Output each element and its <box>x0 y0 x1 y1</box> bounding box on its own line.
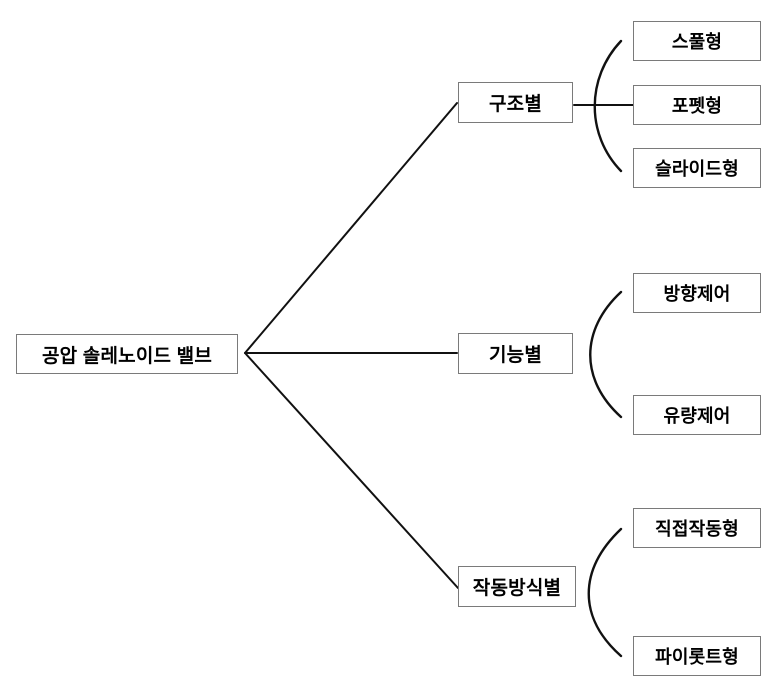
branch-node-function[interactable]: 기능별 <box>458 333 573 374</box>
leaf-node-directional-control[interactable]: 방향제어 <box>633 273 761 313</box>
brace-arc-group-1 <box>593 39 623 173</box>
leaf-node-direct-acting[interactable]: 직접작동형 <box>633 508 761 548</box>
branch-node-actuation[interactable]: 작동방식별 <box>458 566 576 607</box>
leaf-node-flow-control[interactable]: 유량제어 <box>633 395 761 435</box>
branch-node-structure[interactable]: 구조별 <box>458 82 573 123</box>
leaf-node-spool[interactable]: 스풀형 <box>633 21 761 61</box>
root-node[interactable]: 공압 솔레노이드 밸브 <box>16 334 238 374</box>
leaf-node-pilot-operated[interactable]: 파이롯트형 <box>633 636 761 676</box>
leaf-node-poppet[interactable]: 포펫형 <box>633 85 761 125</box>
brace-arc-group-3 <box>587 527 623 658</box>
brace-arc-group-2 <box>589 290 623 419</box>
leaf-node-slide[interactable]: 슬라이드형 <box>633 148 761 188</box>
edge-root-to-branch-3 <box>244 352 459 589</box>
edge-root-to-branch-1 <box>244 102 458 354</box>
